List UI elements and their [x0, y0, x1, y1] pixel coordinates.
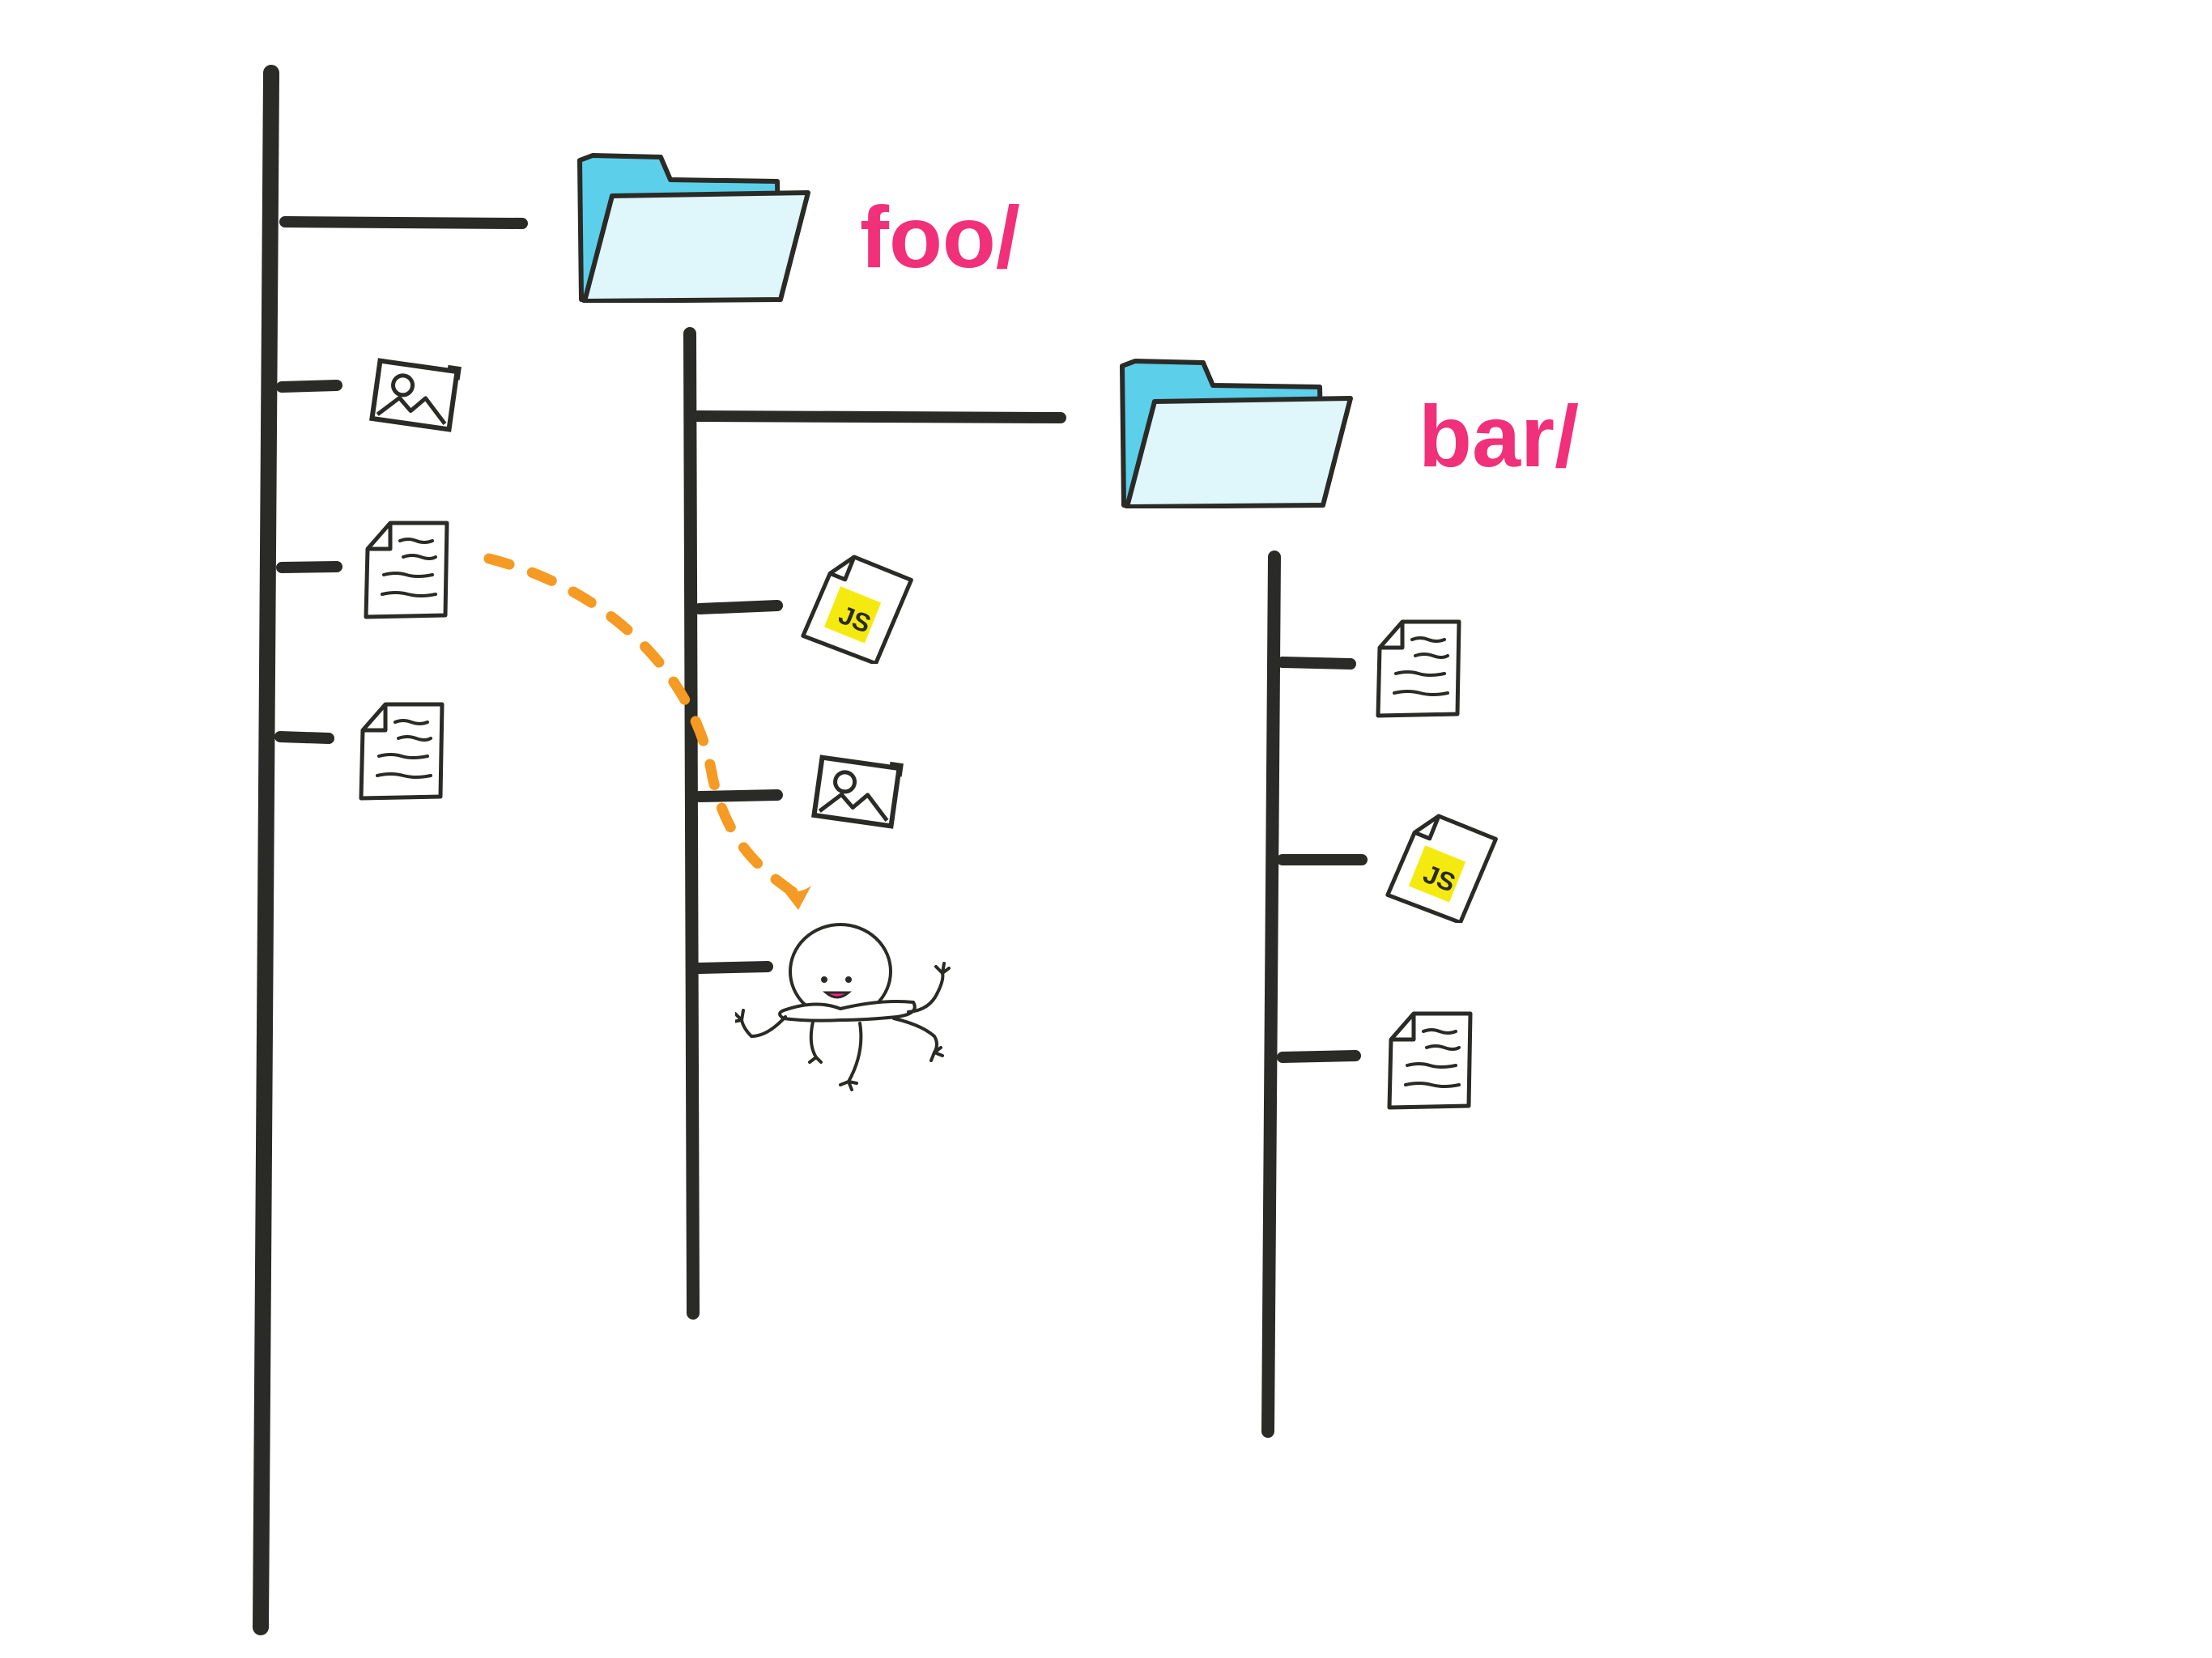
image-file-icon[interactable] [814, 755, 901, 827]
foo-branch-1 [694, 600, 783, 614]
bar-branch-1 [1277, 657, 1356, 670]
tree-lines [253, 65, 1368, 1635]
text-file-icon[interactable] [366, 523, 447, 617]
octopus-mascot-icon [735, 923, 951, 1091]
text-file-icon[interactable] [1389, 1014, 1470, 1107]
bar-branch-3 [1277, 1050, 1361, 1063]
text-file-icon[interactable] [361, 704, 442, 798]
root-branch-1 [276, 380, 342, 393]
bar-trunk-line [1261, 551, 1281, 1438]
foo-branch-bar [692, 410, 1066, 423]
foo-trunk-line [683, 327, 700, 1320]
root-branch-2 [276, 561, 342, 573]
foo-branch-3 [694, 961, 773, 974]
js-file-icon[interactable] [803, 551, 912, 665]
image-file-icon[interactable] [372, 358, 459, 430]
root-branch-foo [279, 216, 528, 229]
folder-icon[interactable] [1122, 361, 1351, 507]
arrow-head-icon [782, 886, 811, 910]
folder-label-foo: foo/ [860, 188, 1020, 286]
move-arrow-dashed-path [483, 553, 801, 899]
folder-icon[interactable] [580, 155, 808, 301]
folder-label-bar: bar/ [1419, 387, 1579, 485]
text-file-icon[interactable] [1378, 622, 1459, 716]
root-branch-3 [274, 731, 334, 744]
foo-branch-2 [694, 789, 783, 802]
root-trunk-line [253, 65, 279, 1635]
js-file-icon[interactable] [1388, 810, 1496, 925]
move-arrow [483, 553, 811, 910]
